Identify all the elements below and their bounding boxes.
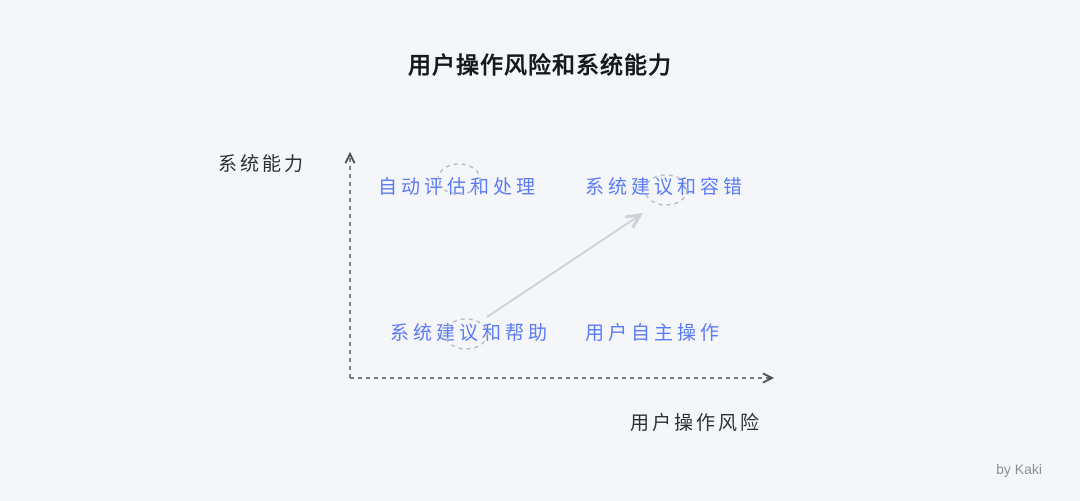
attribution-text: by Kaki — [996, 461, 1042, 477]
quadrant-label-top-right: 系统建议和容错 — [585, 177, 747, 198]
quadrant-label-bottom-right: 用户自主操作 — [585, 323, 724, 344]
page-title: 用户操作风险和系统能力 — [408, 52, 672, 78]
quadrant-label-bottom-left: 系统建议和帮助 — [390, 323, 552, 344]
trend-arrow — [486, 213, 643, 318]
y-axis-label: 系统能力 — [218, 154, 307, 175]
quadrant-label-top-left: 自动评估和处理 — [378, 177, 540, 198]
x-axis-label: 用户操作风险 — [630, 413, 763, 434]
